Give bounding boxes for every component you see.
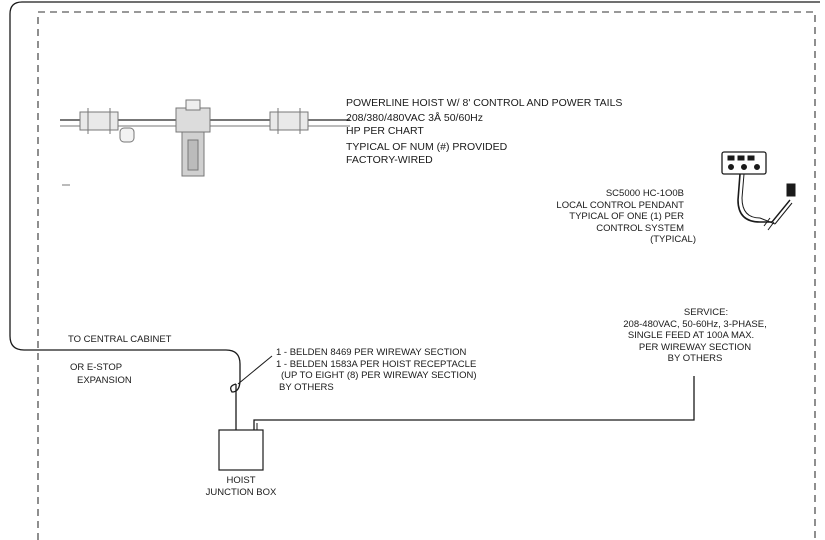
service-line-3: SINGLE FEED AT 100A MAX. xyxy=(627,330,755,341)
hoist-line-2: 208/380/480VAC 3Å 50/60Hz xyxy=(346,112,483,124)
belden-leader xyxy=(237,355,273,385)
service-line-5: BY OTHERS xyxy=(667,353,723,364)
dashed-boundary xyxy=(37,11,816,540)
hoist-description: POWERLINE HOIST W/ 8' CONTROL AND POWER … xyxy=(346,97,622,167)
service-line-4: PER WIREWAY SECTION xyxy=(638,341,752,353)
junction-line-1: HOIST xyxy=(226,475,256,486)
pendant-line-5: (TYPICAL) xyxy=(650,234,696,245)
hoist-line-4: TYPICAL OF NUM (#) PROVIDED xyxy=(346,141,508,153)
belden-line-1: 1 - BELDEN 8469 PER WIREWAY SECTION xyxy=(276,347,467,358)
service-cable xyxy=(253,376,695,430)
pendant-description: SC5000 HC-1O0B LOCAL CONTROL PENDANT TYP… xyxy=(556,188,696,246)
junction-box xyxy=(218,429,264,471)
junction-box-label: HOIST JUNCTION BOX xyxy=(196,475,286,498)
pendant-line-4: CONTROL SYSTEM xyxy=(596,222,684,234)
control-pendant-icon xyxy=(721,151,796,231)
central-cabinet-label: TO CENTRAL CABINET xyxy=(68,334,172,345)
junction-line-2: JUNCTION BOX xyxy=(205,486,277,498)
hoist-assembly-icon xyxy=(60,99,350,186)
pendant-line-3: TYPICAL OF ONE (1) PER xyxy=(569,211,684,222)
belden-line-2: 1 - BELDEN 1583A PER HOIST RECEPTACLE xyxy=(276,358,477,370)
belden-line-3: (UP TO EIGHT (8) PER WIREWAY SECTION) xyxy=(281,370,477,381)
expansion-label: EXPANSION xyxy=(77,375,132,386)
hoist-line-3: HP PER CHART xyxy=(346,125,424,137)
service-line-1: SERVICE: xyxy=(683,307,729,318)
pendant-line-1: SC5000 HC-1O0B xyxy=(605,188,684,199)
service-description: SERVICE: 208-480VAC, 50-60Hz, 3-PHASE, S… xyxy=(604,307,786,365)
service-line-2: 208-480VAC, 50-60Hz, 3-PHASE, xyxy=(623,318,767,330)
belden-description: 1 - BELDEN 8469 PER WIREWAY SECTION 1 - … xyxy=(276,347,476,393)
estop-label: OR E-STOP xyxy=(70,362,123,373)
central-cabinet-cable xyxy=(9,1,820,393)
belden-line-4: BY OTHERS xyxy=(279,381,334,393)
pendant-line-2: LOCAL CONTROL PENDANT xyxy=(556,199,684,211)
hoist-line-5: FACTORY-WIRED xyxy=(346,154,433,166)
hoist-line-1: POWERLINE HOIST W/ 8' CONTROL AND POWER … xyxy=(346,97,623,109)
